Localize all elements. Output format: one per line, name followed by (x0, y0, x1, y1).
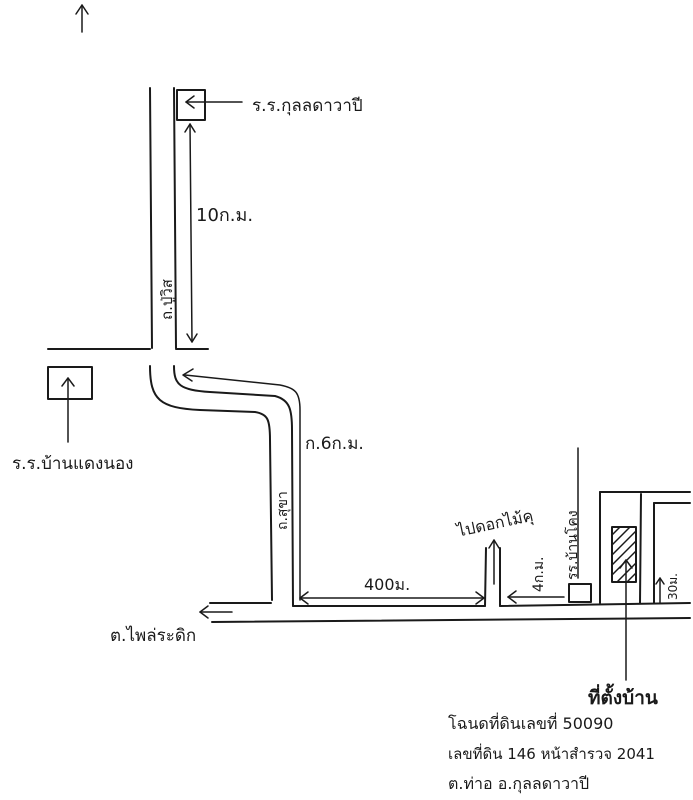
distance-right-dimension (507, 590, 565, 604)
road-bottom-label: ต.ไพล่ระดิก (110, 626, 197, 646)
school-top-label: ร.ร.กุลลดาวาปี (252, 96, 363, 116)
road-curve (149, 365, 294, 607)
road-right (599, 491, 691, 604)
distance-middle-label: ก.6ก.ม. (305, 434, 364, 454)
distance-small-label: 30ม. (666, 573, 680, 600)
address-line-2: เลขที่ดิน 146 หน้าสำรวจ 2041 (448, 745, 655, 763)
distance-bottom-label: 400ม. (364, 575, 411, 594)
school-left-label: ร.ร.บ้านแดงนอง (12, 454, 134, 474)
road-bottom (209, 602, 691, 623)
north-arrow-icon (75, 4, 89, 33)
distance-small-dimension (655, 577, 665, 604)
property-site-marker (611, 526, 637, 583)
distance-bottom-dimension (299, 591, 485, 605)
arrow-to-school-left (61, 377, 75, 443)
road-market (484, 539, 501, 607)
road-left-label: ถ.สุขา (275, 491, 291, 530)
arrow-to-site (619, 559, 633, 681)
road-main-label: ถ.ปู่วิส (158, 279, 176, 320)
distance-top-dimension (184, 123, 198, 343)
school-right-marker (568, 583, 592, 603)
road-vertical-top (149, 87, 177, 349)
site-label: ที่ตั้งบ้าน (588, 687, 658, 709)
distance-right-label: 4ก.ม. (531, 556, 547, 592)
address-line-3: ต.ท่าอ อ.กุลลดาวาปี (448, 774, 590, 793)
arrow-to-school-top (185, 95, 243, 109)
school-right-label: รร.บ้านโคง (565, 510, 581, 580)
distance-middle-path (182, 368, 301, 601)
school-top-marker (176, 89, 206, 121)
arrow-road-bottom (199, 605, 233, 619)
address-line-1: โฉนดที่ดินเลขที่ 50090 (448, 714, 614, 733)
distance-top-label: 10ก.ม. (196, 205, 254, 226)
school-left-marker (47, 366, 93, 400)
